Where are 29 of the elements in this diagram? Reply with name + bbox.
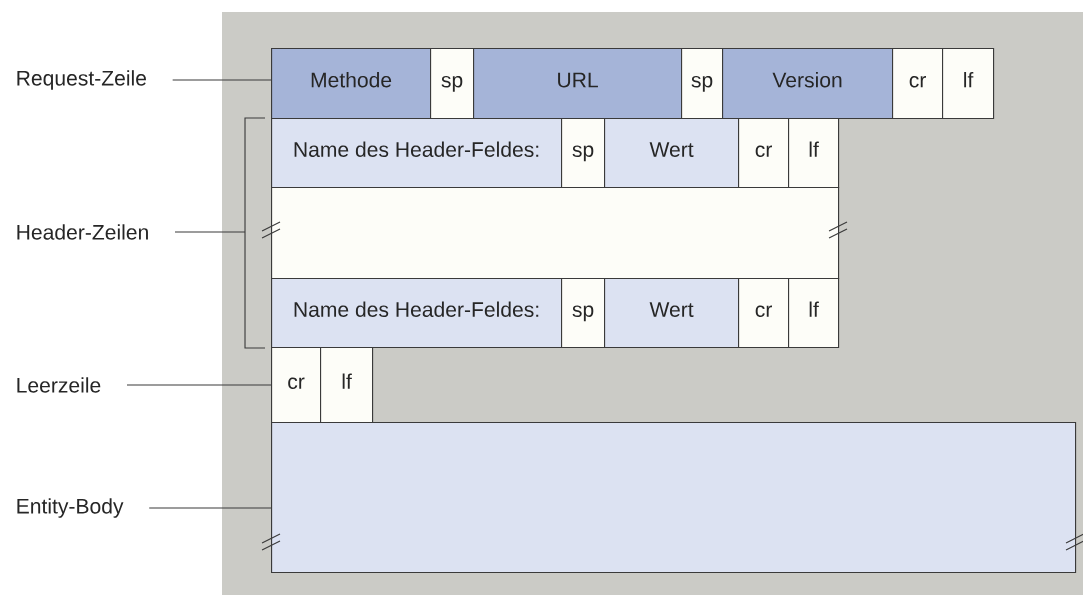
field-cell: Name des Header-Feldes:: [271, 118, 563, 189]
field-cell: cr: [738, 118, 790, 189]
field-cell: URL: [473, 48, 683, 120]
field-cell: Methode: [271, 48, 432, 120]
field-cell: sp: [681, 48, 724, 120]
field-cell: Wert: [604, 118, 740, 189]
field-cell: lf: [788, 278, 840, 349]
leader-line: [174, 231, 246, 233]
field-cell: lf: [788, 118, 840, 189]
field-cell: Name des Header-Feldes:: [271, 278, 563, 349]
leader-line: [172, 79, 272, 81]
row-label: Entity-Body: [17, 498, 124, 518]
field-cell: Version: [722, 48, 894, 120]
field-cell: sp: [561, 118, 606, 189]
field-cell: lf: [942, 48, 995, 120]
field-cell: sp: [561, 278, 606, 349]
field-cell: sp: [430, 48, 475, 120]
field-cell: cr: [892, 48, 944, 120]
row-label: Request-Zeile: [17, 70, 146, 90]
row-label: Leerzeile: [17, 377, 101, 393]
empty-box: [271, 422, 1077, 574]
field-cell: cr: [271, 347, 322, 424]
field-cell: lf: [320, 347, 374, 424]
leader-line: [148, 507, 272, 509]
field-cell: Wert: [604, 278, 740, 349]
bracket: [244, 117, 266, 349]
leader-line: [126, 384, 272, 386]
field-cell: cr: [738, 278, 790, 349]
row-label: Header-Zeilen: [17, 224, 148, 240]
